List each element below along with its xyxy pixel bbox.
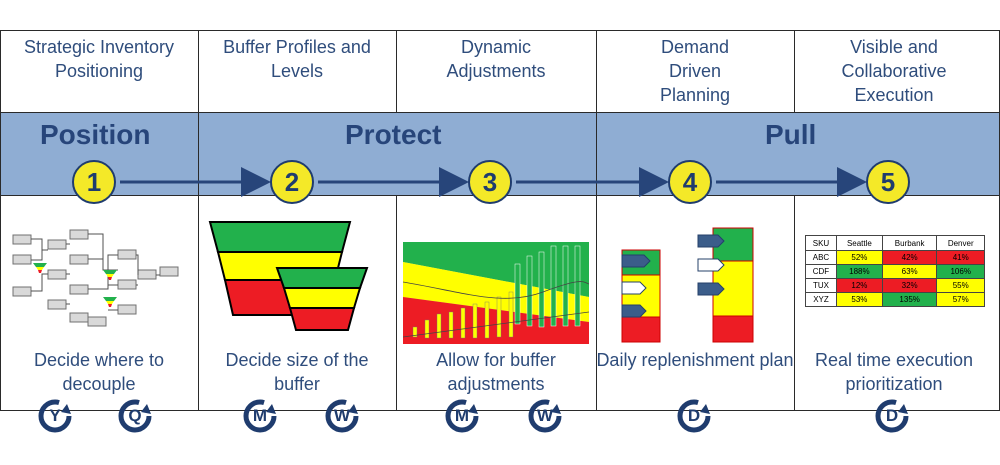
- table-header: Seattle: [835, 235, 883, 251]
- step-3-circle: 3: [468, 160, 512, 204]
- step-2-circle: 2: [270, 160, 314, 204]
- divider: [596, 30, 597, 410]
- status-cell: 55%: [936, 278, 985, 293]
- sku-cell: ABC: [805, 250, 837, 265]
- status-cell: 42%: [881, 250, 938, 265]
- divider: [0, 30, 1, 410]
- status-cell: 41%: [936, 250, 985, 265]
- status-cell: 52%: [835, 250, 883, 265]
- divider: [396, 195, 397, 410]
- phase-protect: Protect: [345, 119, 442, 150]
- divider: [794, 30, 795, 113]
- review-cycle-icon: Q: [117, 398, 153, 434]
- column-caption: Real time execution prioritization: [814, 350, 974, 394]
- sku-cell: XYZ: [805, 292, 837, 307]
- column-title: Visible and Collaborative Execution: [841, 37, 947, 105]
- step-5-circle: 5: [866, 160, 910, 204]
- phase-pull: Pull: [765, 119, 817, 150]
- divider: [396, 30, 397, 113]
- divider: [198, 30, 199, 410]
- review-cycle-icon: W: [324, 398, 360, 434]
- review-cycle-icon: D: [874, 398, 910, 434]
- decoupling-network-diagram: [12, 229, 179, 327]
- column-title: Demand Driven Planning: [659, 37, 731, 105]
- dynamic-buffer-chart: [403, 242, 589, 344]
- bottom-rule: [0, 410, 1000, 411]
- status-cell: 57%: [936, 292, 985, 307]
- review-cycle-icon: D: [676, 398, 712, 434]
- phase-position: Position: [40, 119, 151, 150]
- table-header: Burbank: [881, 235, 938, 251]
- column-caption: Decide size of the buffer: [225, 350, 369, 394]
- step-1-circle: 1: [72, 160, 116, 204]
- status-cell: 106%: [936, 264, 985, 279]
- status-cell: 63%: [881, 264, 938, 279]
- status-cell: 32%: [881, 278, 938, 293]
- band-top-rule: [0, 112, 1000, 113]
- divider: [794, 195, 795, 410]
- column-title: Strategic Inventory Positioning: [23, 37, 175, 81]
- status-cell: 188%: [835, 264, 883, 279]
- top-rule: [0, 30, 1000, 31]
- column-caption: Daily replenishment plan: [596, 350, 794, 370]
- column-caption: Decide where to decouple: [33, 350, 165, 394]
- status-cell: 135%: [881, 292, 938, 307]
- table-header: Denver: [936, 235, 985, 251]
- step-4-circle: 4: [668, 160, 712, 204]
- review-cycle-icon: W: [527, 398, 563, 434]
- review-cycle-icon: Y: [37, 398, 73, 434]
- review-cycle-icon: M: [242, 398, 278, 434]
- sku-cell: CDF: [805, 264, 837, 279]
- status-cell: 12%: [835, 278, 883, 293]
- column-title: Buffer Profiles and Levels: [223, 37, 371, 81]
- replenishment-buffers: [621, 227, 754, 343]
- column-title: Dynamic Adjustments: [446, 37, 546, 81]
- review-cycle-icon: M: [444, 398, 480, 434]
- table-header: SKU: [805, 235, 837, 251]
- sku-cell: TUX: [805, 278, 837, 293]
- column-caption: Allow for buffer adjustments: [436, 350, 556, 394]
- buffer-funnel-graphic: [208, 221, 369, 331]
- status-cell: 53%: [835, 292, 883, 307]
